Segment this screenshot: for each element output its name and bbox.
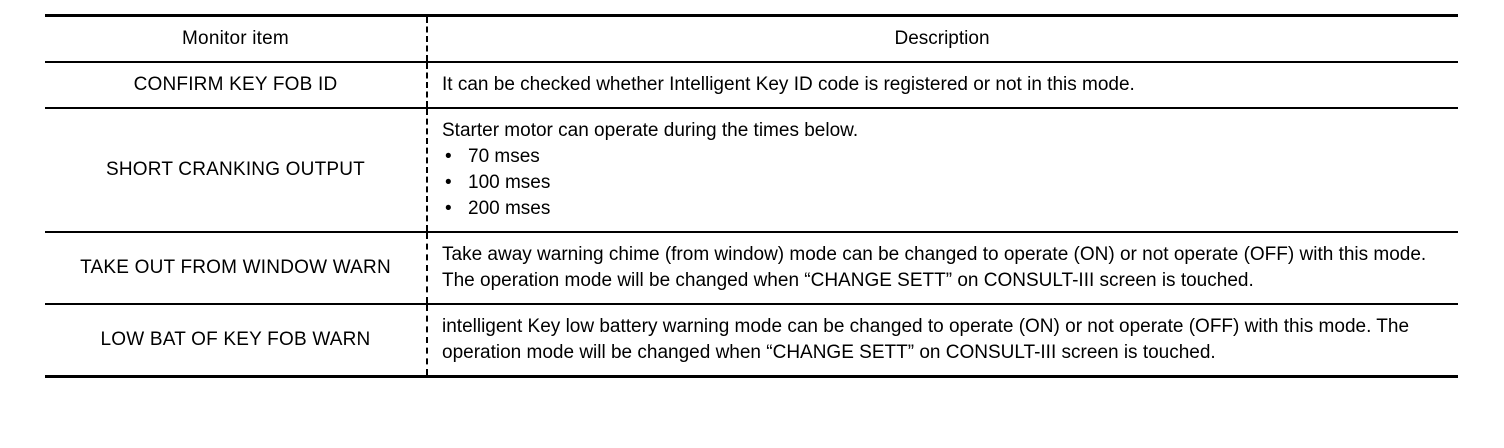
table-header-row: Monitor item Description [45,14,1458,63]
list-item: • 200 mses [442,196,1442,222]
description-paragraph: It can be checked whether Intelligent Ke… [442,74,1135,95]
cell-description: It can be checked whether Intelligent Ke… [427,62,1458,109]
description-text: It can be checked whether Intelligent Ke… [428,63,1458,107]
header-cell-description: Description [427,14,1458,63]
cell-monitor-item: CONFIRM KEY FOB ID [45,62,428,109]
cell-description: Starter motor can operate during the tim… [427,108,1458,233]
list-item-label: 200 mses [468,198,551,219]
header-cell-monitor-item: Monitor item [45,14,428,63]
description-text: Take away warning chime (from window) mo… [428,233,1458,303]
cell-description: intelligent Key low battery warning mode… [427,304,1458,378]
description-text: Starter motor can operate during the tim… [428,109,1458,231]
table-row: SHORT CRANKING OUTPUT Starter motor can … [45,108,1458,233]
monitor-item-label: LOW BAT OF KEY FOB WARN [100,329,371,350]
bullet-icon: • [445,172,452,193]
column-header-description: Description [894,28,990,49]
list-item-label: 100 mses [468,172,551,193]
monitor-item-table: Monitor item Description CONFIRM KEY FOB… [45,14,1458,378]
table-row: TAKE OUT FROM WINDOW WARN Take away warn… [45,232,1458,305]
list-item: • 70 mses [442,144,1442,170]
description-paragraph: intelligent Key low battery warning mode… [442,316,1410,363]
monitor-item-label: SHORT CRANKING OUTPUT [106,159,365,180]
list-item: • 100 mses [442,170,1442,196]
cell-monitor-item: SHORT CRANKING OUTPUT [45,108,428,233]
bullet-icon: • [445,198,452,219]
table-row: LOW BAT OF KEY FOB WARN intelligent Key … [45,304,1458,378]
description-text: intelligent Key low battery warning mode… [428,305,1458,375]
table-row: CONFIRM KEY FOB ID It can be checked whe… [45,62,1458,109]
bullet-icon: • [445,146,452,167]
monitor-item-label: TAKE OUT FROM WINDOW WARN [80,257,391,278]
description-paragraph: Take away warning chime (from window) mo… [442,244,1427,291]
cell-monitor-item: LOW BAT OF KEY FOB WARN [45,304,428,378]
description-bullet-list: • 70 mses • 100 mses • 200 mses [442,144,1442,222]
cell-monitor-item: TAKE OUT FROM WINDOW WARN [45,232,428,305]
column-header-monitor-item: Monitor item [182,28,289,49]
monitor-item-table-container: Monitor item Description CONFIRM KEY FOB… [45,14,1458,378]
monitor-item-label: CONFIRM KEY FOB ID [133,74,338,95]
description-paragraph: Starter motor can operate during the tim… [442,120,859,141]
list-item-label: 70 mses [468,146,540,167]
cell-description: Take away warning chime (from window) mo… [427,232,1458,305]
